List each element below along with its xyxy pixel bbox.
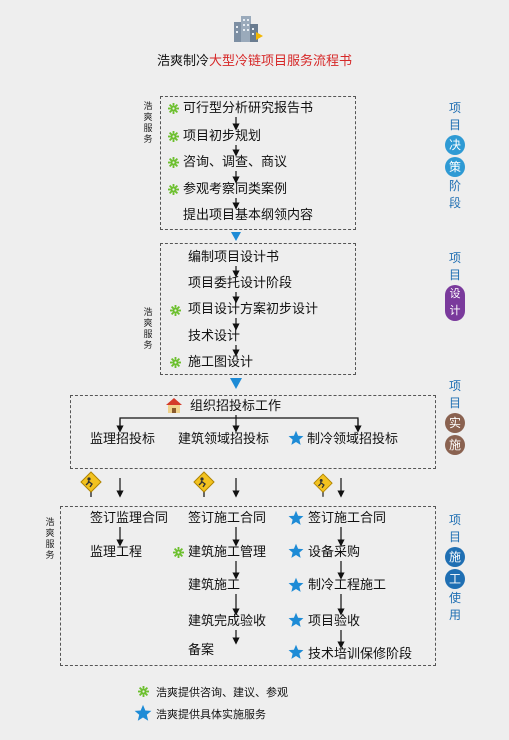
col3-step-5: 技术培训保修阶段: [308, 647, 413, 662]
tender-supervision: 监理招投标: [90, 432, 156, 447]
gear-icon: [138, 686, 149, 697]
phase-design: 项目 设计: [444, 250, 466, 322]
design-step-4: 技术设计: [188, 329, 241, 344]
col2-step-2: 建筑施工管理: [188, 545, 267, 560]
tender-building: 建筑领域招投标: [178, 432, 270, 447]
col1-step-1: 签订监理合同: [90, 511, 169, 526]
decision-step-5: 提出项目基本纲领内容: [183, 208, 314, 223]
col3-step-1: 签订施工合同: [308, 511, 387, 526]
section-decision-box: [160, 96, 356, 230]
col2-step-5: 备案: [188, 643, 215, 658]
side-label-4: 浩爽服务: [45, 518, 55, 561]
side-label-1: 浩爽服务: [143, 102, 153, 145]
decision-step-3: 咨询、调查、商议: [183, 155, 288, 170]
building-logo-icon: [234, 16, 263, 42]
legend-service: 浩爽提供具体实施服务: [156, 708, 266, 721]
design-step-2: 项目委托设计阶段: [188, 276, 293, 291]
legend-consult: 浩爽提供咨询、建议、参观: [156, 686, 288, 699]
tender-refrigeration: 制冷领域招投标: [307, 432, 399, 447]
tender-heading: 组织招投标工作: [190, 399, 282, 414]
page-title: 浩爽制冷大型冷链项目服务流程书: [156, 54, 353, 69]
col3-step-4: 项目验收: [308, 614, 361, 629]
star-icon: [134, 704, 152, 722]
design-step-1: 编制项目设计书: [188, 250, 280, 265]
phase-implement: 项目 实 施: [444, 378, 466, 456]
section-construction-box: [60, 506, 436, 666]
decision-step-1: 可行型分析研究报告书: [183, 101, 314, 116]
house-icon: [166, 398, 182, 413]
col1-step-2: 监理工程: [90, 545, 143, 560]
design-step-5: 施工图设计: [188, 355, 254, 370]
col2-step-1: 签订施工合同: [188, 511, 267, 526]
col3-step-3: 制冷工程施工: [308, 578, 387, 593]
phase-construction: 项目 施 工 使用: [444, 512, 466, 624]
section-implement-box: [70, 395, 436, 469]
side-label-2: 浩爽服务: [143, 308, 153, 351]
decision-step-2: 项目初步规划: [183, 129, 262, 144]
phase-decision: 项目 决 策 阶段: [444, 100, 466, 212]
design-step-3: 项目设计方案初步设计: [188, 302, 319, 317]
section-design-box: [160, 243, 356, 375]
col2-step-3: 建筑施工: [188, 578, 241, 593]
col3-step-2: 设备采购: [308, 545, 361, 560]
col2-step-4: 建筑完成验收: [188, 614, 267, 629]
decision-step-4: 参观考察同类案例: [183, 182, 288, 197]
